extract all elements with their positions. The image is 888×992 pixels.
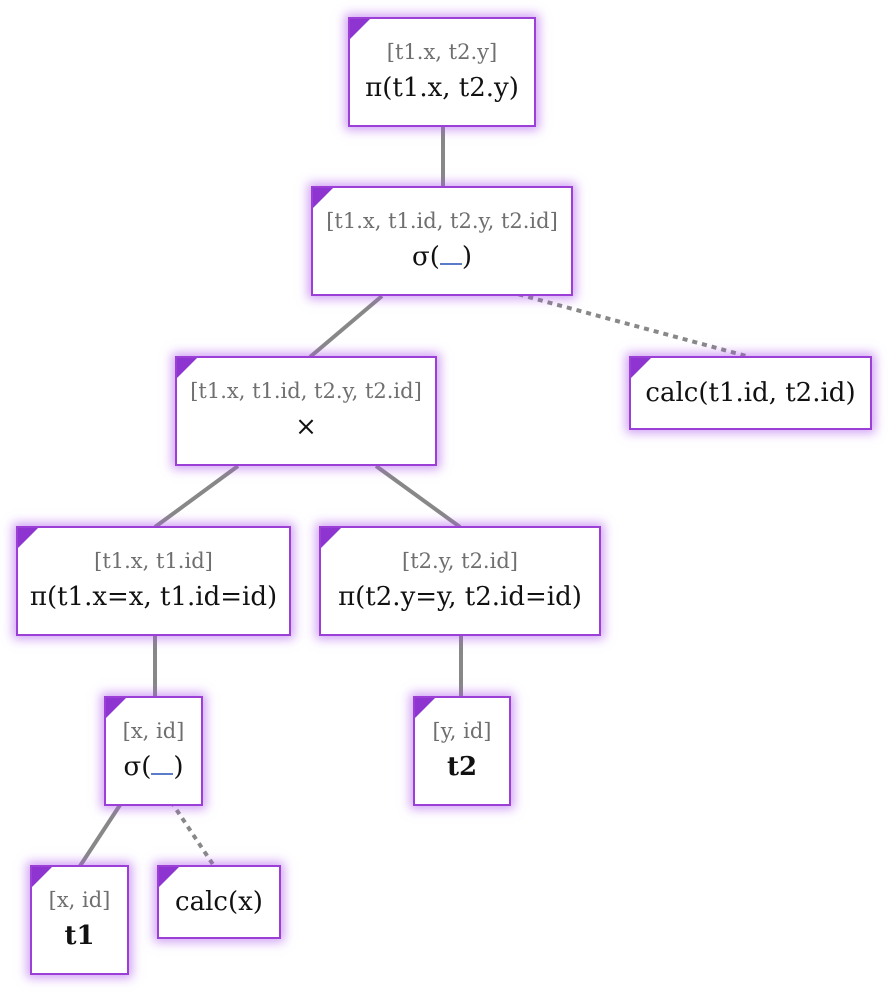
node-operator: × — [295, 412, 317, 442]
node-calc-top[interactable]: calc(t1.id, t2.id) — [629, 356, 872, 430]
node-relation-name: t1 — [64, 921, 95, 951]
edge-sigma-cross — [308, 294, 384, 359]
node-columns: [y, id] — [432, 719, 492, 743]
node-sigma-top[interactable]: [t1.x, t1.id, t2.y, t2.id] σ() — [311, 186, 573, 296]
node-projection-left[interactable]: [t1.x, t1.id] π(t1.x=x, t1.id=id) — [16, 526, 291, 636]
edge-sigma-t1 — [78, 803, 122, 868]
op-suffix: ) — [461, 242, 473, 272]
edge-cross-proj-left — [153, 464, 240, 529]
node-columns: [x, id] — [122, 719, 185, 743]
node-sigma-left[interactable]: [x, id] σ() — [104, 696, 203, 806]
op-suffix: ) — [173, 752, 184, 782]
node-root-projection[interactable]: [t1.x, t2.y] π(t1.x, t2.y) — [348, 17, 536, 127]
node-relation-name: t2 — [446, 752, 478, 782]
condition-placeholder[interactable] — [439, 239, 462, 265]
node-operator: π(t1.x=x, t1.id=id) — [29, 582, 278, 612]
node-operator: calc(t1.id, t2.id) — [645, 378, 856, 408]
node-operator: calc(x) — [175, 887, 263, 917]
op-prefix: σ( — [123, 752, 152, 782]
node-columns: [t2.y, t2.id] — [402, 549, 518, 573]
edge-cross-proj-right — [374, 464, 462, 529]
node-columns: [x, id] — [48, 888, 111, 912]
node-operator: σ() — [123, 749, 183, 785]
node-cross-product[interactable]: [t1.x, t1.id, t2.y, t2.id] × — [175, 356, 437, 466]
node-relation-t1[interactable]: [x, id] t1 — [30, 865, 129, 975]
node-columns: [t1.x, t2.y] — [386, 40, 498, 64]
node-projection-right[interactable]: [t2.y, t2.id] π(t2.y=y, t2.id=id) — [319, 526, 601, 636]
node-operator: σ() — [412, 239, 472, 275]
node-calc-left[interactable]: calc(x) — [157, 865, 281, 939]
condition-placeholder[interactable] — [151, 749, 174, 775]
op-prefix: σ( — [411, 242, 440, 272]
edge-dotted-calc-left — [158, 783, 216, 868]
node-columns: [t1.x, t1.id, t2.y, t2.id] — [190, 379, 422, 403]
node-columns: [t1.x, t1.id] — [94, 549, 213, 573]
node-operator: π(t1.x, t2.y) — [365, 73, 519, 103]
node-columns: [t1.x, t1.id, t2.y, t2.id] — [326, 209, 558, 233]
node-relation-t2[interactable]: [y, id] t2 — [413, 696, 511, 806]
node-operator: π(t2.y=y, t2.id=id) — [338, 582, 582, 612]
